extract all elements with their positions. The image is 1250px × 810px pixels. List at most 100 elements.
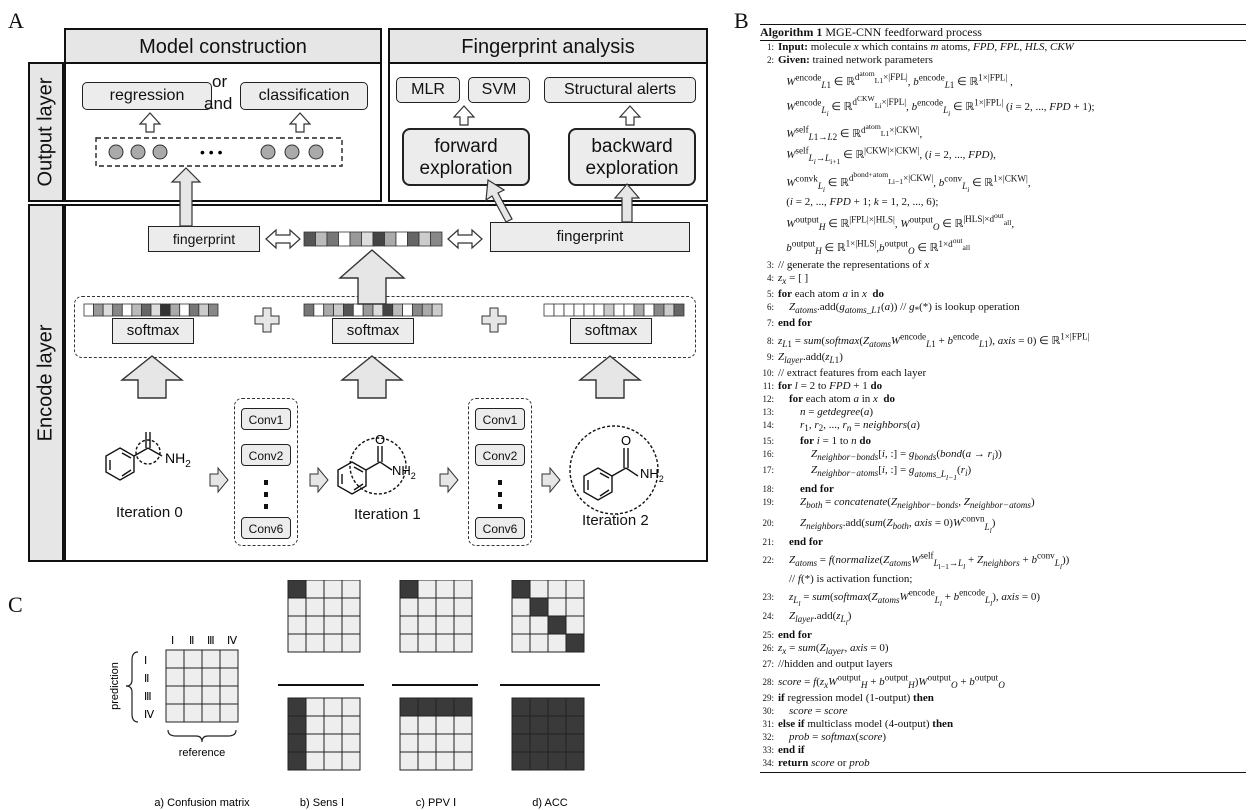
ref-label-1: Ⅰ <box>171 635 174 647</box>
plus-sign-1 <box>254 307 280 333</box>
ppv-bottom-matrix <box>399 697 473 771</box>
matrix-cell <box>341 633 361 653</box>
matrix-cell <box>341 615 361 635</box>
molecule-iteration-0 <box>105 432 163 481</box>
up-arrow-regression <box>138 112 162 133</box>
matrix-cell <box>565 597 585 617</box>
matrix-cell <box>399 733 419 753</box>
fingerprint-cell <box>349 231 362 247</box>
caption-ppv: c) PPV Ⅰ <box>416 797 457 809</box>
matrix-cell <box>341 697 361 717</box>
matrix-cell <box>511 633 531 653</box>
matrix-cell <box>165 685 185 705</box>
matrix-cell <box>341 751 361 771</box>
pred-label-4: Ⅳ <box>144 709 155 721</box>
algorithm-line: 20: Zneighbors.add(sum(Zboth, axis = 0)W… <box>762 513 996 535</box>
matrix-cell <box>341 733 361 753</box>
fingerprint-vector-central <box>303 231 443 247</box>
algorithm-line: 30: score = score <box>762 704 848 717</box>
matrix-cell <box>435 733 455 753</box>
sens-top-matrix <box>287 580 361 653</box>
fingerprint-cell <box>361 231 374 247</box>
matrix-cell <box>529 615 549 635</box>
arrow-to-backward-exploration <box>613 183 641 223</box>
matrix-cell <box>417 715 437 735</box>
algorithm-block: Algorithm 1 MGE-CNN feedforward process … <box>760 24 1246 773</box>
fingerprint-cell <box>593 303 605 317</box>
matrix-cell <box>547 597 567 617</box>
conv-ellipsis-2 <box>498 480 502 509</box>
fingerprint-cell <box>392 303 403 317</box>
algorithm-line: 28:score = f(zxWoutputH + boutputH)Woutp… <box>762 671 1005 690</box>
matrix-cell <box>165 649 185 669</box>
fingerprint-cell <box>372 231 385 247</box>
fingerprint-cell <box>573 303 585 317</box>
acc-top-matrix <box>511 580 585 653</box>
matrix-cell <box>453 580 473 599</box>
matrix-cell <box>219 685 239 705</box>
fingerprint-cell <box>412 303 423 317</box>
matrix-cell <box>305 580 325 599</box>
algorithm-line: WselfLi→Li+1 ∈ ℝ|CKW|×|CKW|, (i = 2, ...… <box>786 145 996 167</box>
algorithm-line: 25:end for <box>762 628 812 641</box>
algorithm-line: 34:return score or prob <box>762 756 870 769</box>
conv-ellipsis-1 <box>264 480 268 509</box>
matrix-cell <box>435 751 455 771</box>
algorithm-line: 17: Zneighbor−atoms[i, :] = gatoms_Ll−1(… <box>762 464 972 482</box>
fingerprint-cell <box>131 303 142 317</box>
matrix-cell <box>305 615 325 635</box>
matrix-cell <box>547 715 567 735</box>
caption-confusion-matrix: a) Confusion matrix <box>154 797 250 809</box>
pred-label-3: Ⅲ <box>144 691 152 703</box>
fingerprint-cell <box>102 303 114 317</box>
algorithm-line: 26:zx = sum(Zlayer, axis = 0) <box>762 641 889 656</box>
neuron-circles <box>108 144 324 160</box>
matrix-cell <box>323 615 343 635</box>
conv6-box-2: Conv6 <box>475 517 525 539</box>
matrix-cell <box>529 580 549 599</box>
matrix-cell <box>547 733 567 753</box>
oxygen-label-1: O <box>375 432 385 447</box>
matrix-cell <box>201 649 221 669</box>
up-arrow-central-big <box>338 249 406 305</box>
fingerprint-cell <box>421 303 433 317</box>
matrix-cell <box>399 597 419 617</box>
fingerprint-cell <box>603 303 615 317</box>
pred-label-1: Ⅰ <box>144 655 147 667</box>
fingerprint-cell <box>663 303 675 317</box>
softmax-box-1: softmax <box>112 318 194 344</box>
matrix-cell <box>547 751 567 771</box>
pred-label-2: Ⅱ <box>144 673 149 685</box>
algorithm-line: 14: r1, r2, ..., rn = neighbors(a) <box>762 419 920 434</box>
fingerprint-vector-2 <box>303 303 443 317</box>
up-arrow-iter-2 <box>578 355 642 399</box>
iteration-0-label: Iteration 0 <box>116 504 183 521</box>
matrix-cell <box>165 703 185 723</box>
matrix-cell <box>511 597 531 617</box>
reference-label: reference <box>179 747 225 759</box>
fingerprint-cell <box>323 303 334 317</box>
oxygen-label-2: O <box>621 433 631 448</box>
up-arrow-structural-alerts <box>618 105 642 126</box>
matrix-cell <box>565 715 585 735</box>
matrix-cell <box>435 597 455 617</box>
algorithm-line: 19: Zboth = concatenate(Zneighbor−bonds,… <box>762 496 1035 511</box>
fingerprint-cell <box>141 303 152 317</box>
fingerprint-cell <box>543 303 555 317</box>
matrix-cell <box>305 597 325 617</box>
matrix-cell <box>511 697 531 717</box>
model-construction-header: Model construction <box>64 28 382 64</box>
matrix-cell <box>453 697 473 717</box>
matrix-cell <box>287 597 307 617</box>
iteration-1-label: Iteration 1 <box>354 506 421 523</box>
conv6-box-1: Conv6 <box>241 517 291 539</box>
fingerprint-cell <box>384 231 397 247</box>
caption-sens: b) Sens Ⅰ <box>300 797 344 809</box>
and-label: and <box>204 94 233 113</box>
ref-label-3: Ⅲ <box>207 635 215 647</box>
algorithm-title: Algorithm 1 MGE-CNN feedforward process <box>760 24 1246 41</box>
algorithm-line: 29:if regression model (1-output) then <box>762 691 934 704</box>
caption-acc: d) ACC <box>532 797 568 809</box>
algorithm-line: 23: zLl = sum(softmax(ZatomsWencodeLl + … <box>762 587 1041 608</box>
matrix-cell <box>305 633 325 653</box>
